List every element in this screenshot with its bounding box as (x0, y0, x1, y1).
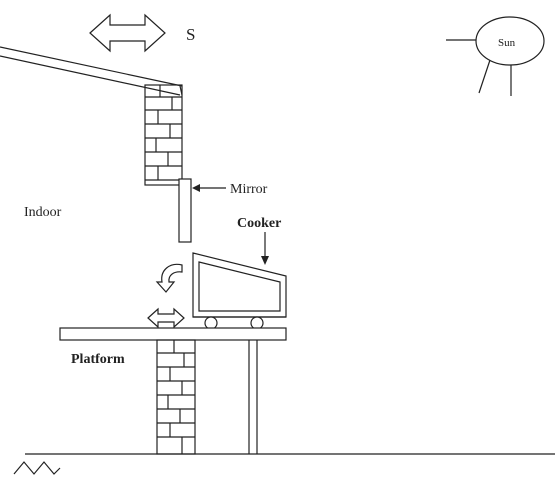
roof (0, 46, 183, 96)
mirror-label: Mirror (230, 182, 268, 197)
cooker-label: Cooker (237, 216, 281, 231)
mirror-pointer-arrow (192, 184, 226, 192)
cooker-pointer-arrow (261, 232, 269, 265)
direction-arrow-icon (89, 13, 166, 53)
platform-slab (59, 327, 287, 341)
ground-hatch-icon (13, 461, 61, 475)
lower-brick-column (156, 339, 196, 455)
sun-icon (446, 16, 545, 96)
rotate-arrow-icon (155, 263, 183, 293)
slide-arrow-icon (147, 307, 185, 329)
cooker (192, 252, 287, 330)
upper-brick-wall (144, 84, 183, 186)
sun-label: Sun (498, 37, 516, 49)
platform-label: Platform (71, 352, 125, 367)
direction-label: S (186, 25, 195, 44)
mirror (178, 178, 192, 243)
platform-leg (248, 340, 258, 454)
indoor-label: Indoor (24, 205, 62, 220)
